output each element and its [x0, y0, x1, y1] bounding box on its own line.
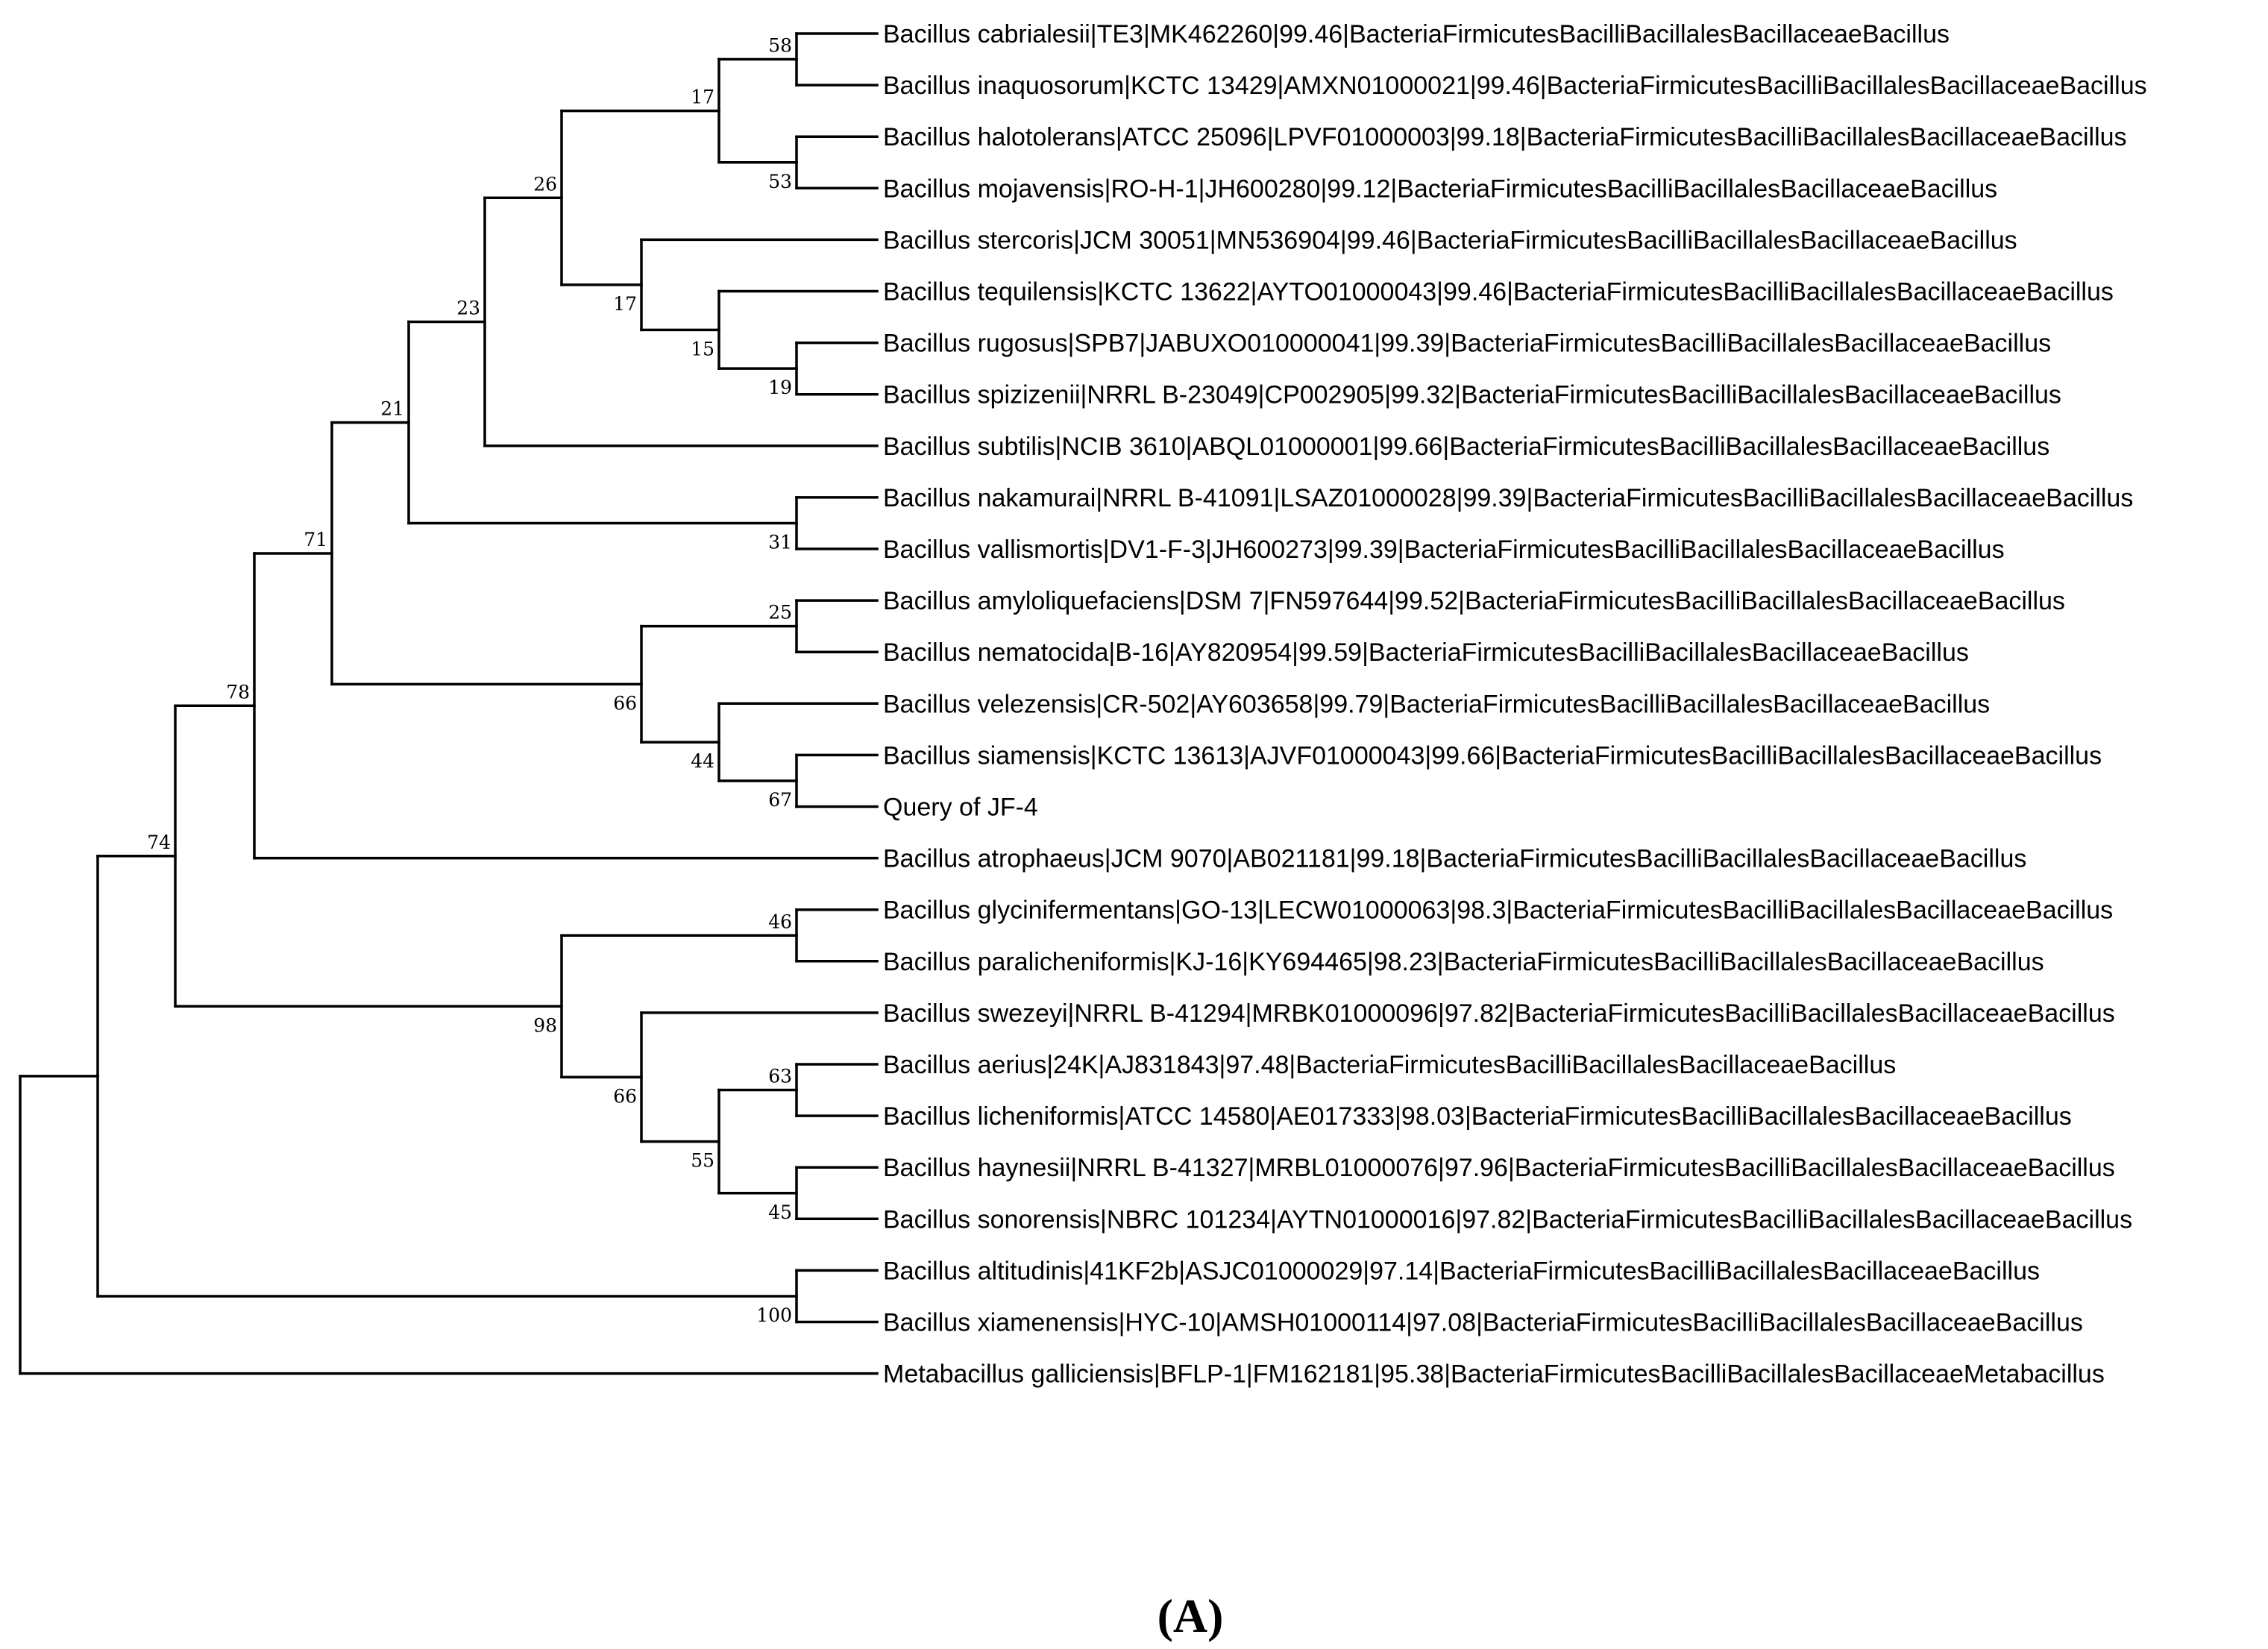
bootstrap-value: 53	[768, 171, 792, 192]
taxon-label: Bacillus halotolerans|ATCC 25096|LPVF010…	[883, 123, 2127, 151]
bootstrap-value: 31	[768, 531, 792, 553]
bootstrap-value: 100	[756, 1304, 792, 1326]
taxon-label: Bacillus cabrialesii|TE3|MK462260|99.46|…	[883, 20, 1950, 48]
bootstrap-value: 23	[456, 298, 480, 319]
bootstrap-value: 74	[147, 832, 171, 853]
taxon-label: Bacillus atrophaeus|JCM 9070|AB021181|99…	[883, 845, 2026, 873]
bootstrap-value: 45	[768, 1202, 792, 1223]
taxon-label: Bacillus swezeyi|NRRL B-41294|MRBK010000…	[883, 999, 2115, 1028]
taxon-label: Bacillus xiamenensis|HYC-10|AMSH01000114…	[883, 1309, 2083, 1337]
bootstrap-value: 58	[768, 35, 792, 57]
taxon-label: Query of JF-4	[883, 794, 1038, 822]
taxon-label: Metabacillus galliciensis|BFLP-1|FM16218…	[883, 1360, 2105, 1389]
taxon-label: Bacillus subtilis|NCIB 3610|ABQL01000001…	[883, 433, 2049, 461]
taxon-label: Bacillus haynesii|NRRL B-41327|MRBL01000…	[883, 1154, 2115, 1182]
taxon-label: Bacillus tequilensis|KCTC 13622|AYTO0100…	[883, 278, 2114, 307]
bootstrap-labels: 58 53 17 19 15 17 26 23 31 21 25 67 44 66 71 78 46 63 45 55…	[147, 35, 792, 1326]
bootstrap-value: 15	[691, 338, 714, 359]
taxon-label: Bacillus glycinifermentans|GO-13|LECW010…	[883, 896, 2113, 925]
taxon-labels: Bacillus cabrialesii|TE3|MK462260|99.46|…	[883, 20, 2147, 1389]
taxon-label: Bacillus nematocida|B-16|AY820954|99.59|…	[883, 638, 1969, 667]
bootstrap-value: 25	[768, 602, 792, 624]
taxon-label: Bacillus spizizenii|NRRL B-23049|CP00290…	[883, 381, 2061, 409]
taxon-label: Bacillus inaquosorum|KCTC 13429|AMXN0100…	[883, 72, 2147, 100]
bootstrap-value: 17	[691, 87, 714, 108]
panel-label: (A)	[1157, 1589, 1224, 1642]
bootstrap-value: 46	[768, 911, 792, 932]
taxon-label: Bacillus aerius|24K|AJ831843|97.48|Bacte…	[883, 1051, 1896, 1079]
taxon-label: Bacillus sonorensis|NBRC 101234|AYTN0100…	[883, 1205, 2132, 1234]
tree-branches	[19, 32, 879, 1375]
taxon-label: Bacillus paralicheniformis|KJ-16|KY69446…	[883, 948, 2044, 976]
bootstrap-value: 71	[304, 529, 327, 550]
bootstrap-value: 19	[768, 377, 792, 398]
taxon-label: Bacillus amyloliquefaciens|DSM 7|FN59764…	[883, 587, 2065, 615]
bootstrap-value: 26	[533, 173, 557, 195]
taxon-label: Bacillus nakamurai|NRRL B-41091|LSAZ0100…	[883, 484, 2133, 512]
taxon-label: Bacillus velezensis|CR-502|AY603658|99.7…	[883, 690, 1990, 718]
bootstrap-value: 67	[768, 789, 792, 811]
bootstrap-value: 21	[380, 398, 404, 419]
taxon-label: Bacillus mojavensis|RO-H-1|JH600280|99.1…	[883, 175, 1997, 203]
bootstrap-value: 66	[613, 692, 637, 714]
bootstrap-value: 66	[613, 1085, 637, 1107]
taxon-label: Bacillus siamensis|KCTC 13613|AJVF010000…	[883, 741, 2102, 770]
bootstrap-value: 98	[533, 1014, 557, 1036]
bootstrap-value: 63	[768, 1066, 792, 1087]
taxon-label: Bacillus vallismortis|DV1-F-3|JH600273|9…	[883, 535, 2005, 564]
bootstrap-value: 55	[691, 1150, 714, 1172]
bootstrap-value: 78	[226, 681, 250, 703]
bootstrap-value: 44	[691, 750, 714, 772]
bootstrap-value: 17	[613, 293, 637, 315]
taxon-label: Bacillus altitudinis|41KF2b|ASJC01000029…	[883, 1257, 2040, 1285]
taxon-label: Bacillus stercoris|JCM 30051|MN536904|99…	[883, 226, 2017, 254]
taxon-label: Bacillus licheniformis|ATCC 14580|AE0173…	[883, 1102, 2072, 1131]
taxon-label: Bacillus rugosus|SPB7|JABUXO010000041|99…	[883, 330, 2051, 358]
